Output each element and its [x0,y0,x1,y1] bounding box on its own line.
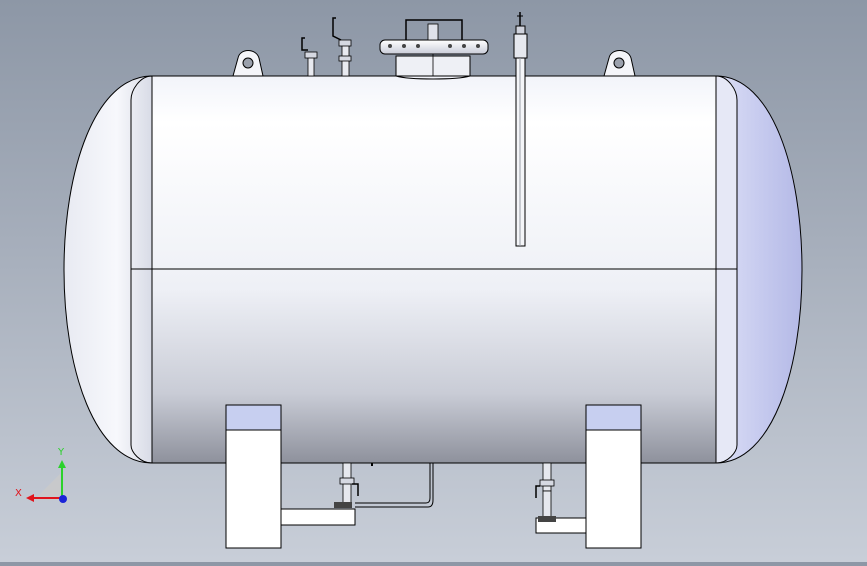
y-axis-label: Y [57,447,65,458]
right-head [715,75,803,464]
z-axis-dot-icon [59,495,67,503]
saddle-left [225,404,282,549]
level-gauge [513,12,528,247]
left-head [63,75,153,464]
top-valve-left [301,37,318,77]
y-axis-arrow-icon [58,460,66,468]
coordinate-triad: X Y [15,447,67,503]
x-axis-label: X [15,488,22,499]
manhole-flange [379,19,489,80]
bottom-outlet-piping [535,462,587,534]
tank-shell [131,75,737,464]
top-valve-center [332,17,352,77]
lifting-lug-right [603,50,636,77]
saddle-right [585,404,642,549]
bottom-drain-piping [280,462,434,526]
lifting-lug-left [232,50,264,77]
x-axis-arrow-icon [26,494,34,502]
